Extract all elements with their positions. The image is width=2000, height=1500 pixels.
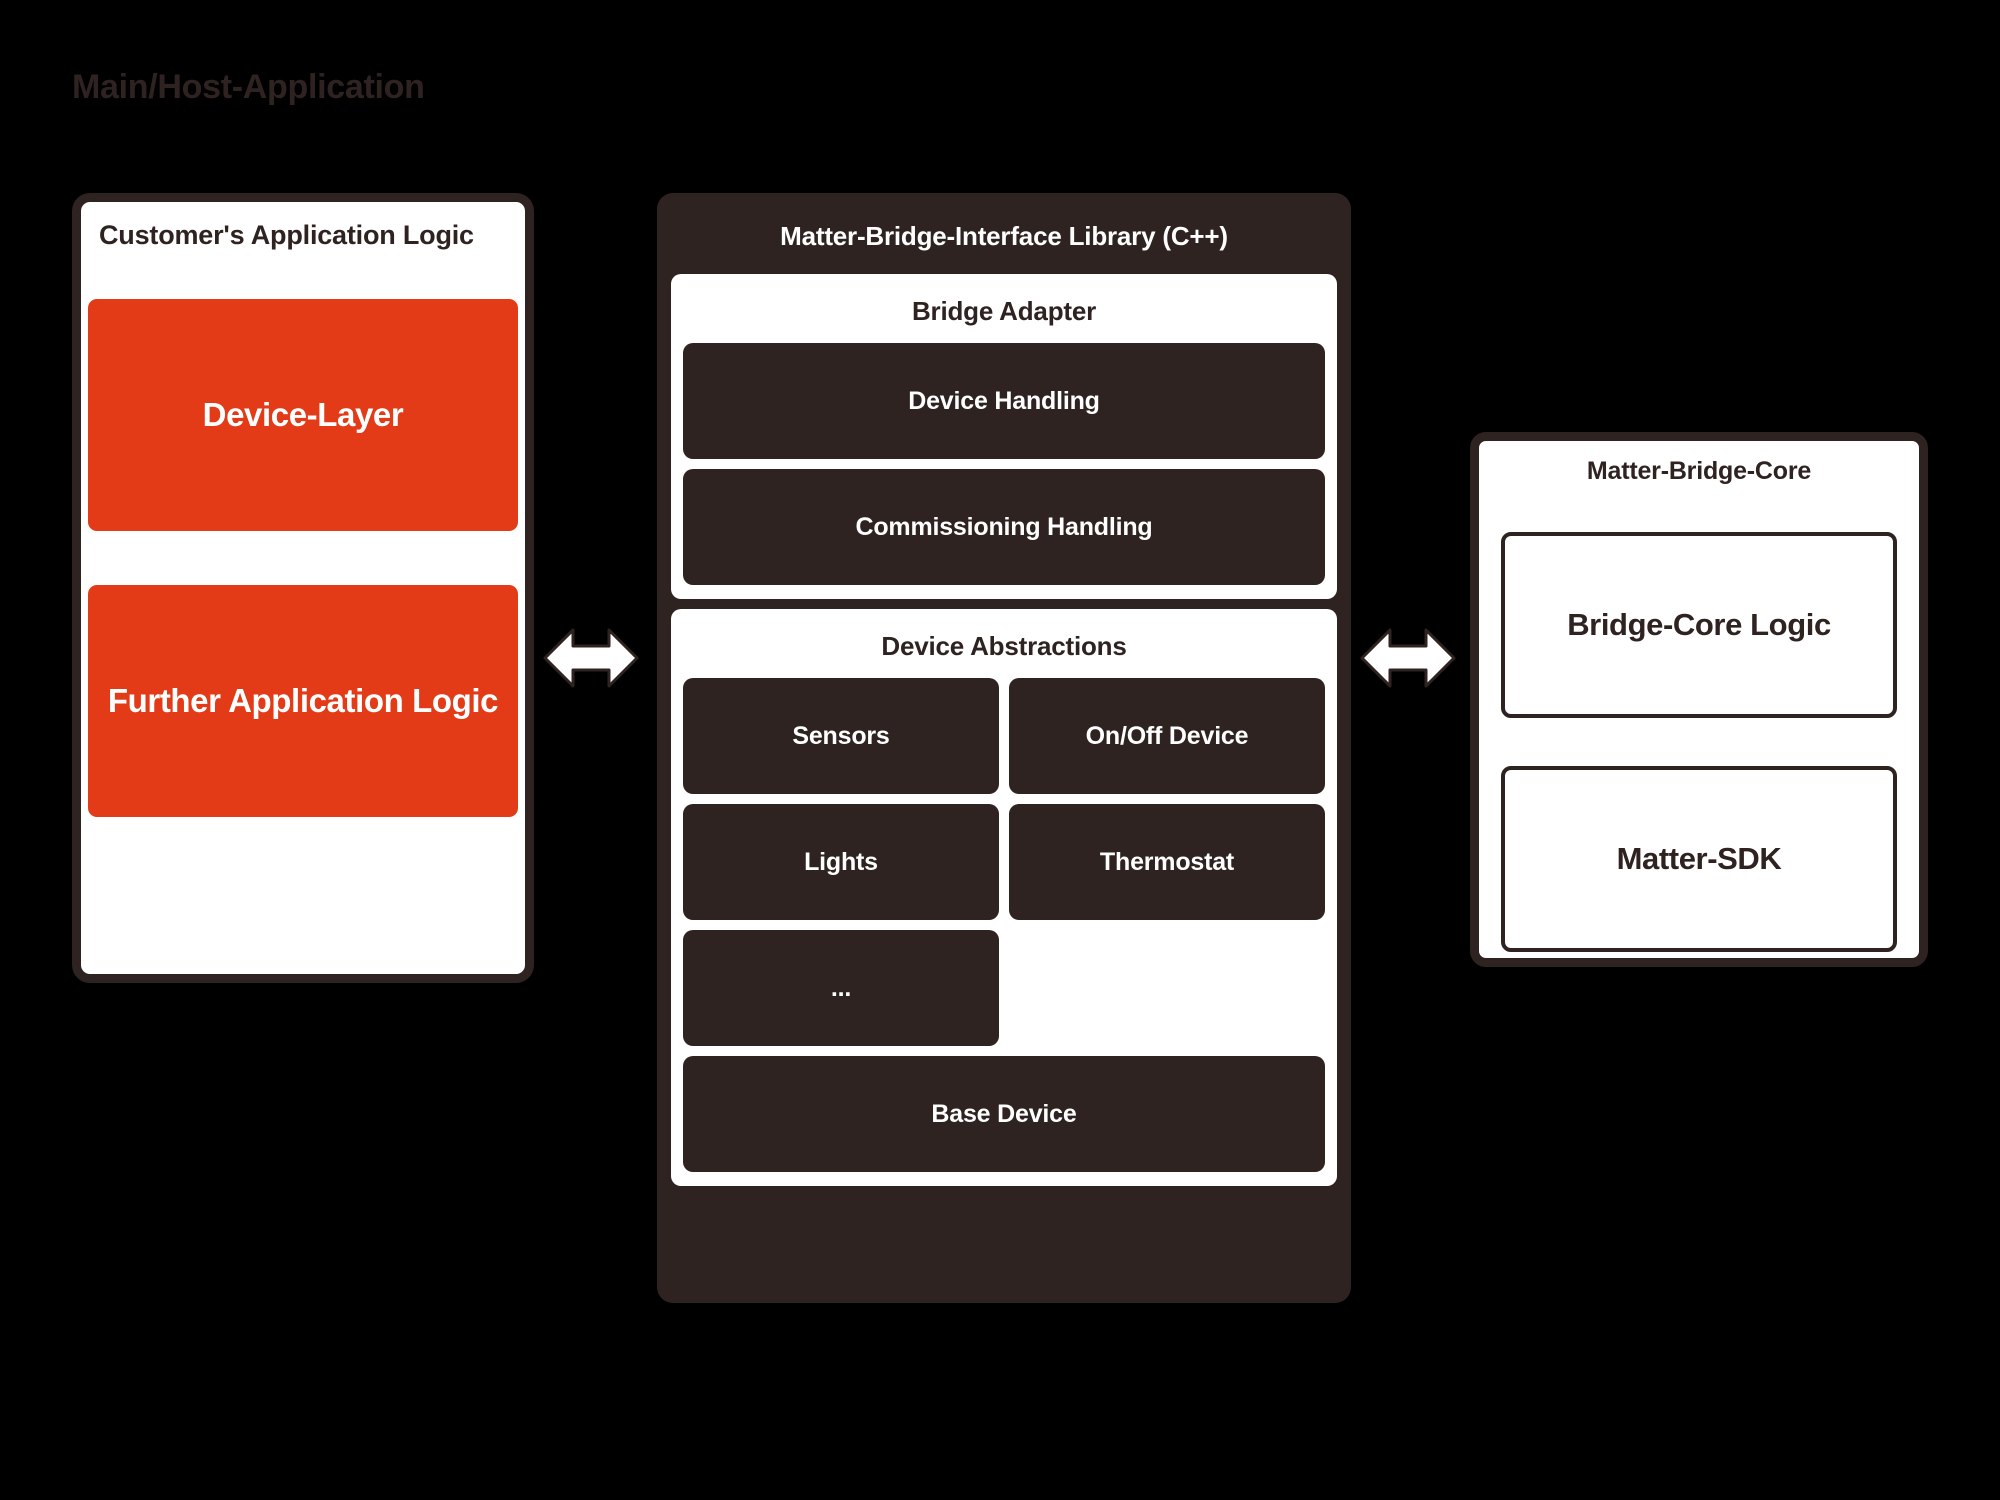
sub-title-bridge-adapter: Bridge Adapter [911,296,1097,326]
bridge-adapter-card: Bridge Adapter Device Handling Commissio… [671,274,1337,599]
more-devices-box[interactable]: ... [683,930,999,1046]
double-arrow-horizontal-icon [543,620,639,696]
matter-sdk-box[interactable]: Matter-SDK [1501,766,1897,952]
on-off-device-box[interactable]: On/Off Device [1009,678,1325,794]
device-handling-box[interactable]: Device Handling [683,343,1325,459]
matter-bridge-interface-library-panel: Matter-Bridge-Interface Library (C++) Br… [657,193,1351,1303]
bridge-core-logic-box[interactable]: Bridge-Core Logic [1501,532,1897,718]
device-abstractions-grid: Sensors On/Off Device Lights Thermostat … [683,678,1325,1046]
panel-title-matter-bridge-core: Matter-Bridge-Core [1586,457,1812,485]
commissioning-handling-box[interactable]: Commissioning Handling [683,469,1325,585]
lights-box[interactable]: Lights [683,804,999,920]
panel-title-matter-bridge-interface-library: Matter-Bridge-Interface Library (C++) [780,221,1228,251]
device-layer-box[interactable]: Device-Layer [88,299,518,531]
panel-title-customers-application-logic: Customer's Application Logic [99,220,474,250]
sensors-box[interactable]: Sensors [683,678,999,794]
matter-bridge-core-panel: Matter-Bridge-Core Bridge-Core Logic Mat… [1470,432,1928,967]
double-arrow-horizontal-icon [1360,620,1456,696]
grid-empty-slot [1009,930,1325,1046]
customers-application-logic-panel: Customer's Application Logic Device-Laye… [72,193,534,983]
thermostat-box[interactable]: Thermostat [1009,804,1325,920]
sub-title-device-abstractions: Device Abstractions [881,631,1127,661]
further-application-logic-box[interactable]: Further Application Logic [88,585,518,817]
base-device-box[interactable]: Base Device [683,1056,1325,1172]
page-title: Main/Host-Application [72,68,425,106]
device-abstractions-card: Device Abstractions Sensors On/Off Devic… [671,609,1337,1186]
